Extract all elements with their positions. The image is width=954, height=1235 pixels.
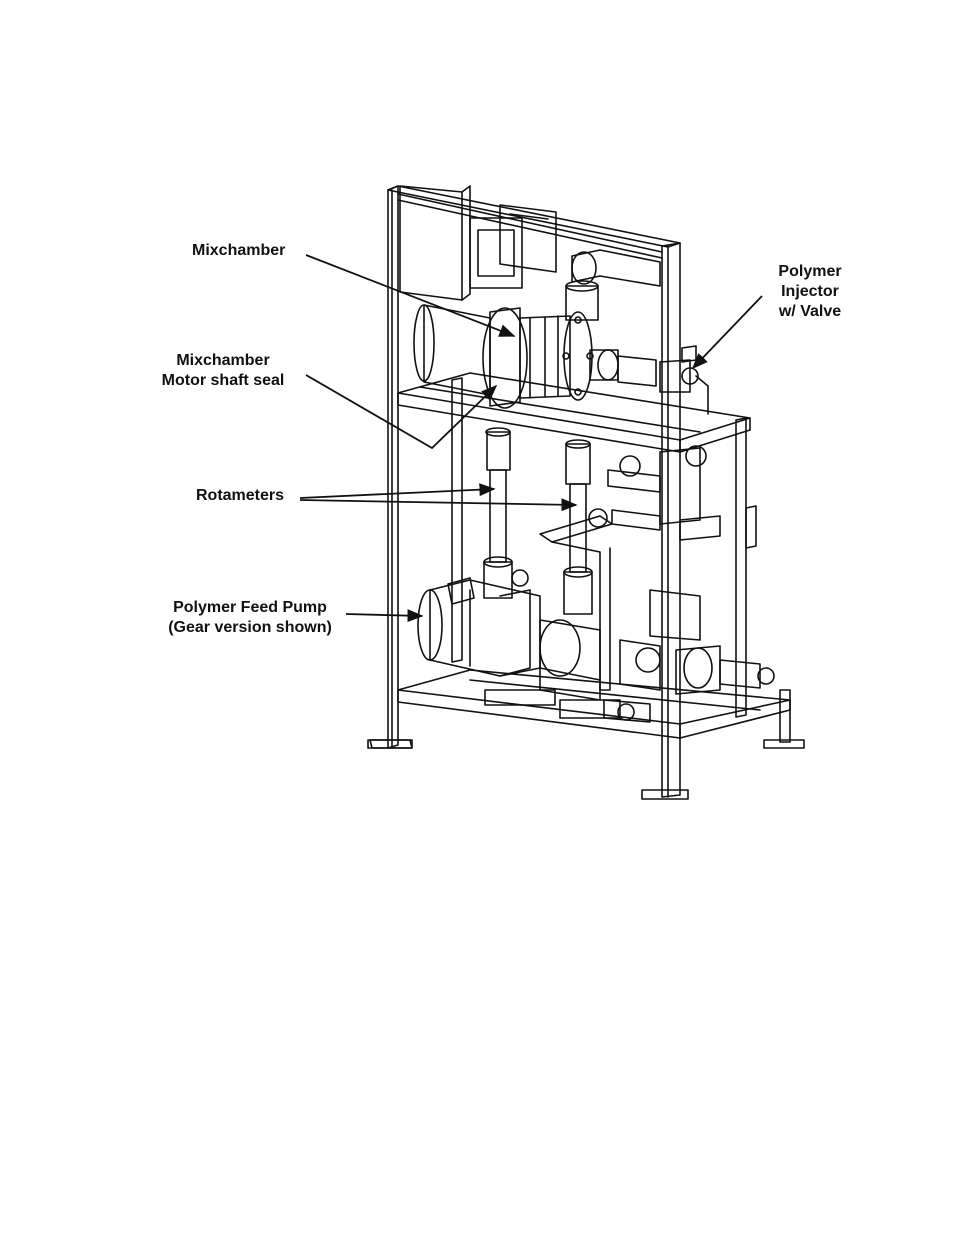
callout-injector-line-2: Injector <box>781 283 839 300</box>
callout-injector-line-3: w/ Valve <box>778 303 842 320</box>
top-discharge-pipe <box>565 249 661 321</box>
callout-rotameters: Rotameters <box>196 487 285 504</box>
frame-top-beam <box>387 185 681 259</box>
polymer-feed-pump <box>417 577 601 701</box>
leader-mixchamber <box>305 254 516 337</box>
frame-left-upright <box>367 185 413 749</box>
callout-motor-shaft-seal-line-2: Motor shaft seal <box>161 372 285 389</box>
leader-motor-shaft-seal <box>305 374 498 450</box>
leader-rotameters-b <box>299 498 578 512</box>
callout-polymer-injector: Polymer Injector w/ Valve <box>760 262 860 322</box>
callout-motor-shaft-seal-line-1: Mixchamber <box>176 352 270 369</box>
control-box-right <box>499 204 557 273</box>
mixchamber-assembly <box>413 304 657 409</box>
callout-motor-shaft-seal: Mixchamber Motor shaft seal <box>150 351 296 391</box>
callout-injector-line-1: Polymer <box>778 263 842 280</box>
leader-feed-pump <box>345 609 424 623</box>
frame-back-left-upright <box>451 377 463 663</box>
callout-leaders <box>299 254 763 623</box>
callout-feed-pump-line-2: (Gear version shown) <box>168 619 332 636</box>
leader-injector <box>691 295 763 370</box>
rotameter-left <box>483 427 529 599</box>
callout-polymer-feed-pump: Polymer Feed Pump (Gear version shown) <box>150 598 350 638</box>
frame-mid-shelf <box>397 372 751 453</box>
control-box-left <box>399 185 523 301</box>
callout-feed-pump-line-1: Polymer Feed Pump <box>173 599 327 616</box>
callout-mixchamber: Mixchamber <box>192 242 286 259</box>
frame-bottom <box>397 669 791 739</box>
frame-back-right-upright <box>735 417 805 749</box>
rotameter-right <box>563 439 593 615</box>
leader-rotameters-a <box>299 483 496 499</box>
piping-network <box>539 445 775 723</box>
frame-right-upright <box>641 242 689 800</box>
